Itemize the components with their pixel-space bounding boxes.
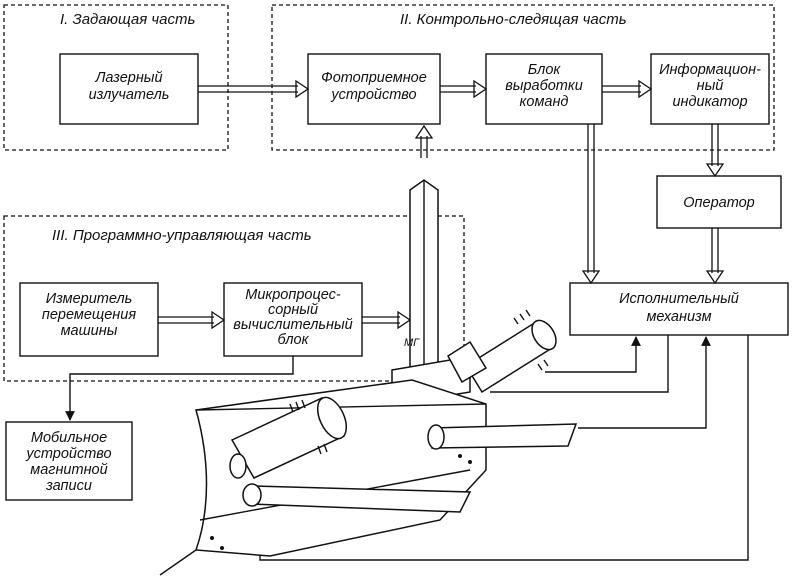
lower-push-arm — [242, 483, 472, 513]
meter-line-1: Измеритель — [46, 291, 133, 307]
meter-line-2: перемещения — [42, 307, 136, 323]
photo-line-2: устройство — [330, 87, 416, 103]
indicator-line-1: Информацион- — [659, 62, 761, 78]
laser-line-2: излучатель — [89, 87, 170, 103]
command-line-2: выработки — [505, 78, 583, 94]
mobile-line-3: магнитной — [30, 462, 107, 478]
indicator-line-3: индикатор — [672, 94, 747, 110]
photo-line-1: Фотоприемное — [321, 70, 427, 86]
laser-line-1: Лазерный — [94, 70, 162, 86]
line-actuator-to-lift — [578, 336, 711, 429]
blade-lift-cylinder — [229, 396, 348, 479]
micro-line-4: блок — [278, 332, 310, 348]
actuator-box: Исполнительный механизм — [569, 282, 789, 336]
arrow-indicator-to-operator — [705, 124, 725, 178]
arrow-command-to-indicator — [602, 79, 653, 99]
command-line-3: команд — [520, 94, 569, 110]
micro-line-2: сорный — [268, 302, 318, 318]
operator-label: Оператор — [683, 195, 755, 211]
section-title-3: III. Программно-управляющая часть — [52, 227, 312, 244]
arrow-meter-to-micro — [158, 310, 226, 330]
section-frame-1 — [3, 4, 229, 151]
micro-line-1: Микропроцес- — [245, 287, 341, 303]
mast-label: МГ — [404, 337, 420, 349]
line-actuator-to-cylinder-top — [545, 336, 641, 373]
actuator-line-1: Исполнительный — [619, 291, 739, 307]
actuator-line-2: механизм — [646, 309, 711, 325]
meter-line-3: машины — [61, 323, 118, 339]
section-frame-2 — [271, 4, 775, 151]
section-title-1: I. Задающая часть — [60, 11, 196, 28]
upper-hydraulic-cylinder — [447, 309, 557, 394]
arrow-micro-to-mast — [362, 310, 412, 330]
arrow-mast-to-photo — [414, 124, 434, 158]
arrow-command-to-actuator — [581, 124, 601, 285]
section-title-2: II. Контрольно-следящая часть — [400, 11, 627, 28]
line-micro-to-recorder — [65, 356, 294, 421]
arrow-photo-to-command — [440, 79, 488, 99]
command-line-1: Блок — [528, 62, 562, 78]
line-actuator-return-1 — [490, 335, 669, 393]
arrow-laser-to-photo — [198, 79, 310, 99]
right-push-arm — [427, 423, 578, 450]
mobile-line-4: записи — [45, 478, 92, 494]
mobile-line-2: устройство — [25, 446, 111, 462]
indicator-line-2: ный — [697, 78, 724, 94]
section-frame-3 — [3, 215, 465, 382]
operator-box: Оператор — [656, 175, 782, 229]
arrow-operator-to-actuator — [705, 228, 725, 285]
mobile-line-1: Мобильное — [31, 430, 107, 446]
blade-edge — [159, 549, 197, 576]
micro-line-3: вычислительный — [233, 317, 352, 333]
